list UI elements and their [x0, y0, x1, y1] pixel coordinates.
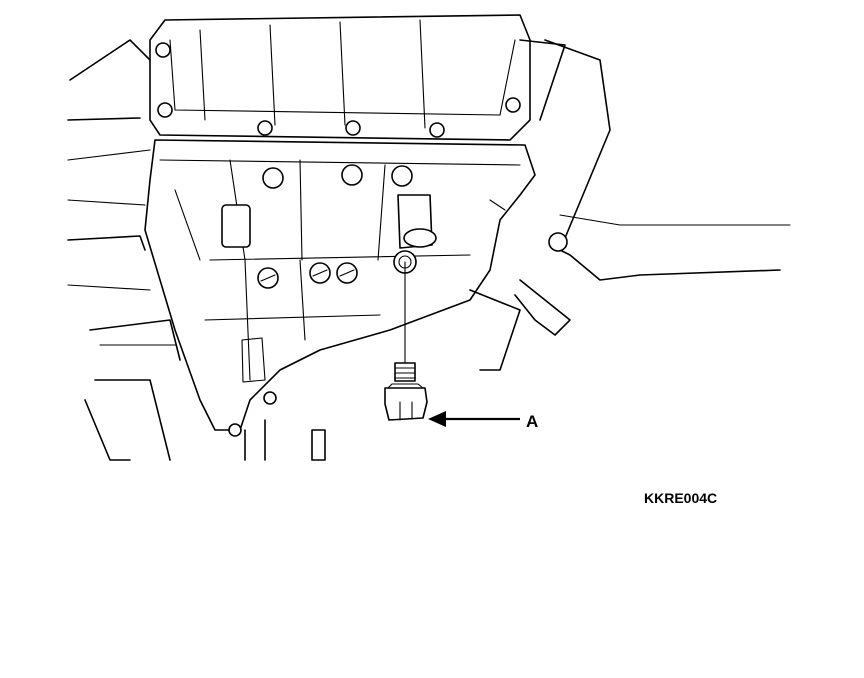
drain-plug [384, 362, 428, 421]
figure-code: KKRE004C [644, 490, 717, 506]
lower-shafts [244, 419, 326, 461]
callout-label-a: A [526, 412, 538, 431]
callout-arrow [428, 411, 520, 427]
left-frame-lines [67, 39, 181, 461]
transaxle-housing [144, 139, 536, 437]
oil-pan [149, 14, 531, 141]
right-frame-lines [469, 39, 791, 371]
